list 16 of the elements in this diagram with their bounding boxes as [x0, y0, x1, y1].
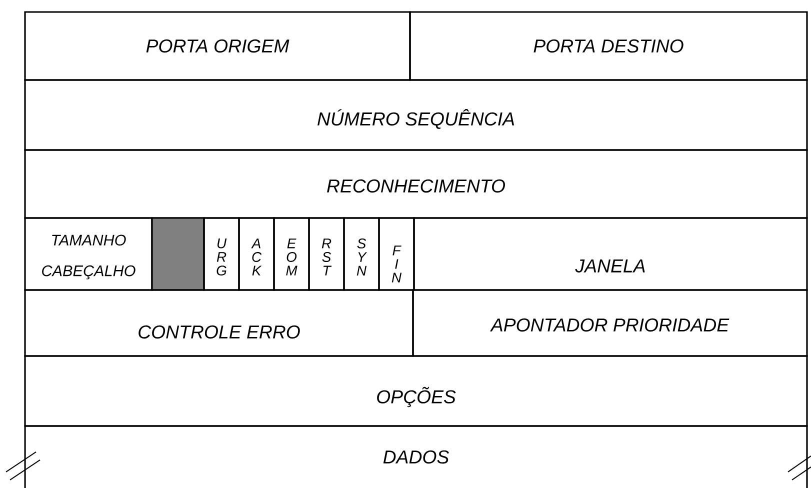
- table-cell: OPÇÕES: [24, 355, 808, 427]
- table-cell: PORTA DESTINO: [409, 11, 808, 81]
- table-cell: APONTADOR PRIORIDADE: [412, 289, 808, 357]
- flag-cell: FIN: [378, 217, 415, 291]
- table-cell: NÚMERO SEQUÊNCIA: [24, 79, 808, 151]
- flag-cell: SYN: [343, 217, 380, 291]
- flag-cell: URG: [203, 217, 240, 291]
- table-cell: JANELA: [413, 217, 808, 291]
- flag-cell: RST: [308, 217, 345, 291]
- table-cell: CONTROLE ERRO: [24, 289, 414, 357]
- flag-cell: ACK: [238, 217, 275, 291]
- flag-cell: EOM: [273, 217, 310, 291]
- shaded-cell: [151, 217, 205, 291]
- table-cell: RECONHECIMENTO: [24, 149, 808, 219]
- table-cell: PORTA ORIGEM: [24, 11, 411, 81]
- table-cell: DADOS: [24, 425, 808, 488]
